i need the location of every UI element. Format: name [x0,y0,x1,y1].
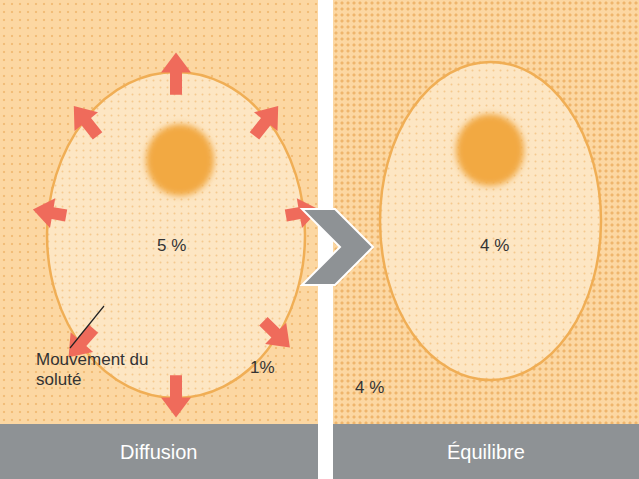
cell-membrane [378,60,603,382]
solute-arrow [74,106,103,140]
outside-medium: 1% 5 % Mouvement du soluté [0,0,318,424]
panel-caption: Diffusion [120,440,197,464]
concentration-value: 4 % [480,236,509,256]
concentration-value: 1% [250,358,275,378]
solute-arrow [33,198,67,228]
callout-label: Mouvement du soluté [36,350,166,391]
solute-arrow [161,52,191,94]
solute-arrow [161,375,191,417]
leader-line [70,306,104,348]
solute-arrow [285,198,318,228]
solute-arrow [250,106,279,140]
concentration-value: 5 % [157,236,186,256]
concentration-value: 4 % [355,378,384,398]
solute-arrow [259,317,290,347]
panel-caption-bar: Équilibre [333,424,639,479]
process-arrow [302,209,373,285]
panel-caption-bar: Diffusion [0,424,318,479]
outside-medium: 4 % 4 % [333,0,639,424]
panel-caption: Équilibre [447,440,525,464]
cell: 4 % [378,60,603,382]
